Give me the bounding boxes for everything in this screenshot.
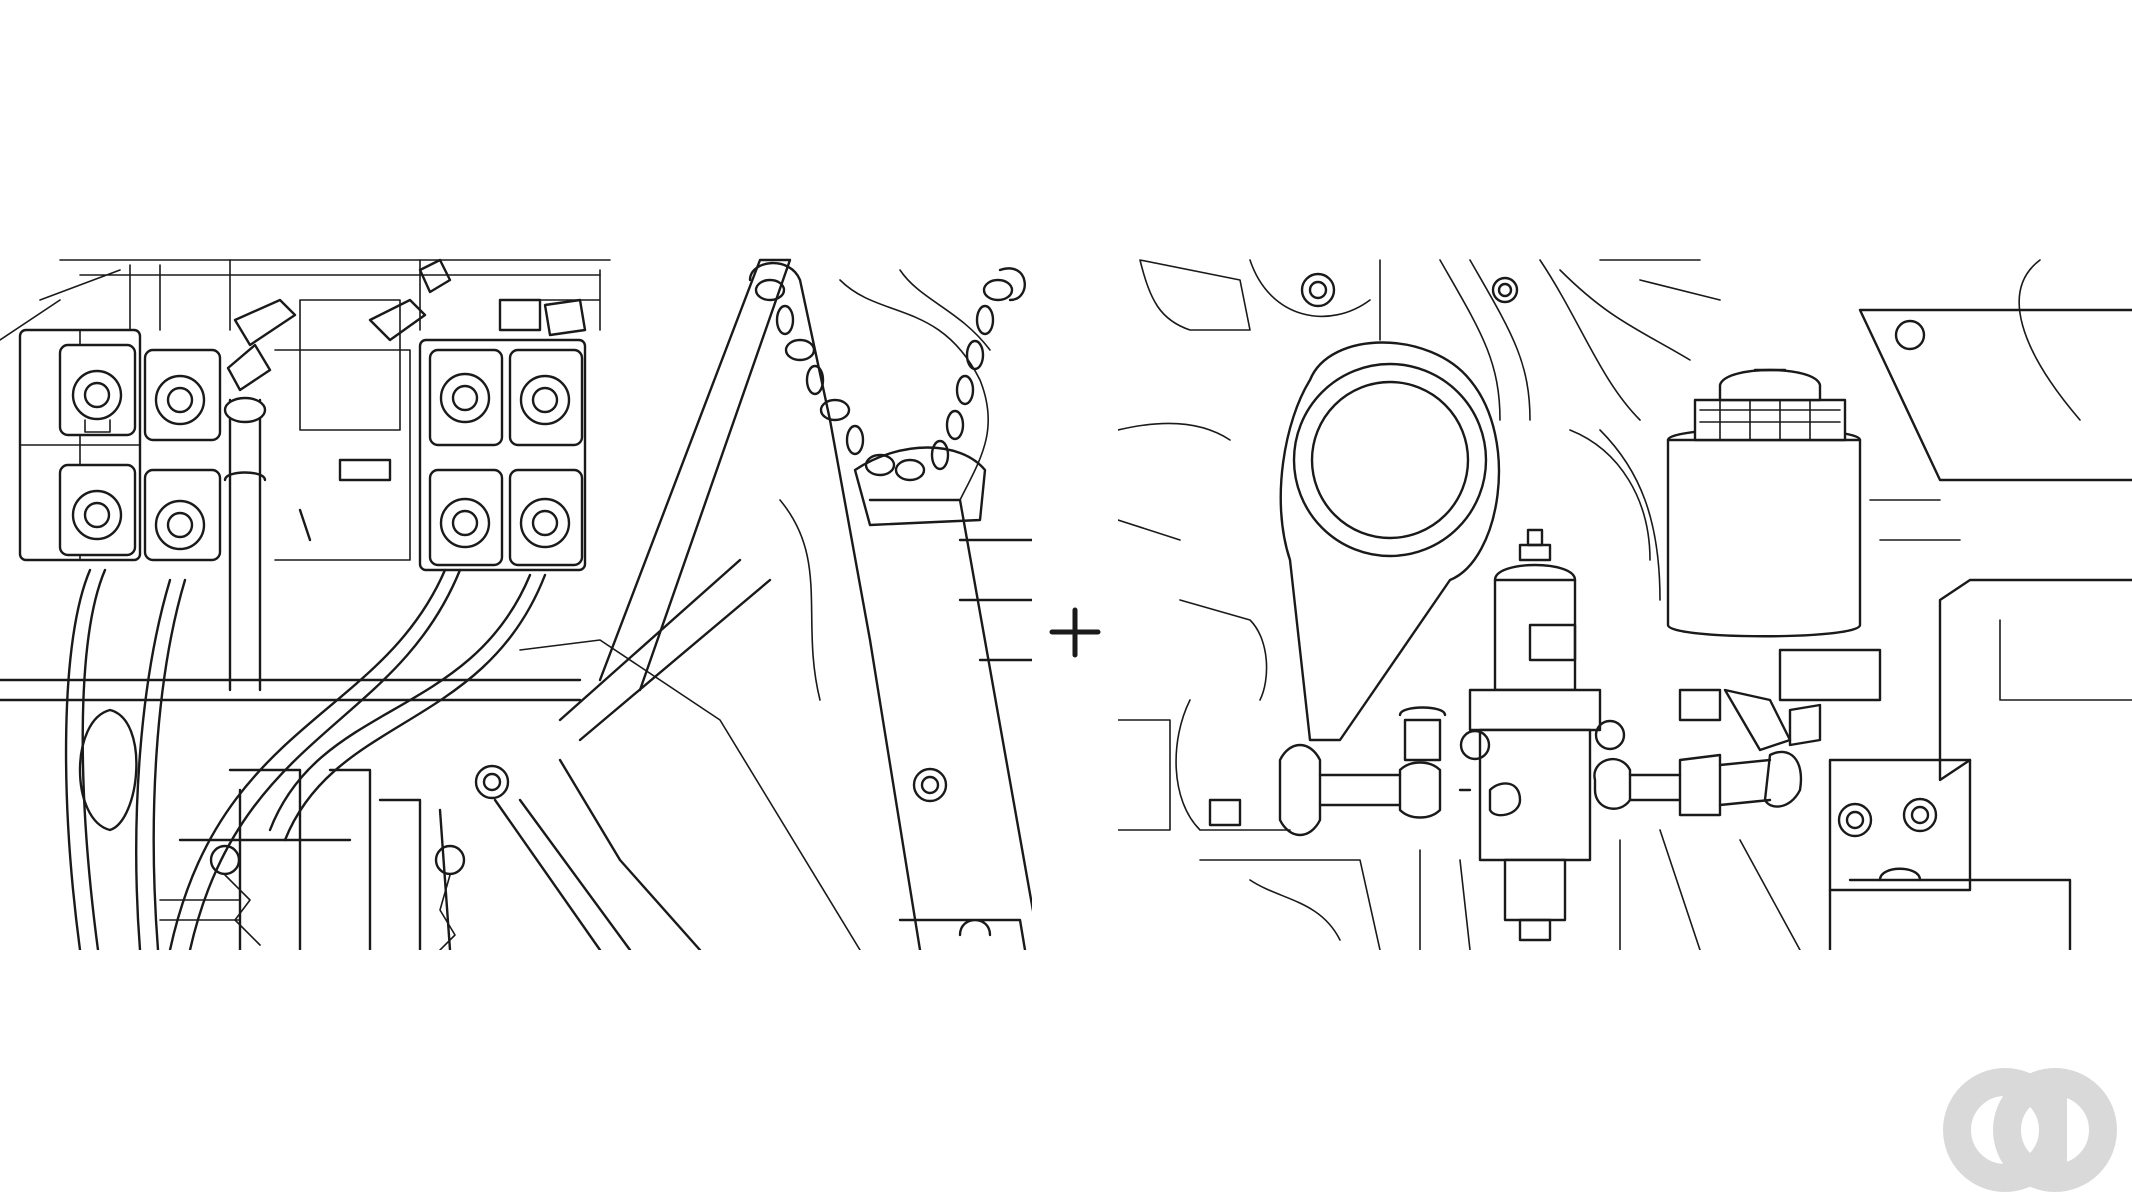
coupler-icon <box>58 343 137 437</box>
coupler-block-left <box>18 328 222 562</box>
hydraulic-hoses <box>64 568 547 950</box>
mounting-bracket <box>1778 578 2132 950</box>
coupler-icon <box>143 348 222 442</box>
pressure-valve <box>1459 528 1626 942</box>
safety-chain <box>754 267 1026 482</box>
coupler-icon <box>428 348 504 447</box>
coupler-block-right <box>418 338 587 572</box>
top-link <box>748 261 1032 950</box>
left-panel <box>0 258 1032 950</box>
pivot-arm <box>1279 341 1501 742</box>
coupler-icon <box>508 468 584 567</box>
coupler-icon <box>428 468 504 567</box>
plus-icon <box>1049 607 1101 658</box>
coupler-icon <box>143 468 222 562</box>
right-panel <box>1118 259 2132 950</box>
watermark-logo <box>1943 1068 2117 1192</box>
reservoir <box>1666 368 1862 638</box>
coupler-icon <box>58 463 137 557</box>
coupler-icon <box>508 348 584 447</box>
